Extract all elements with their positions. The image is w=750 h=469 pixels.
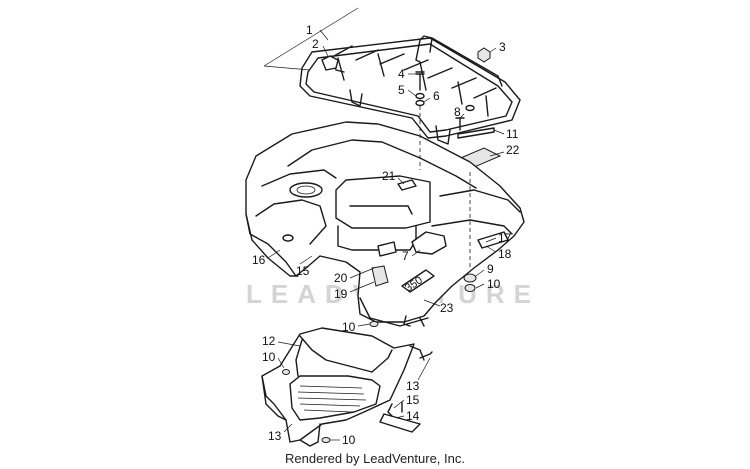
callout-12: 12 (262, 334, 276, 348)
washer-9 (463, 273, 477, 283)
callout-2: 2 (312, 37, 319, 51)
nut-10 (464, 284, 476, 292)
callout-8: 8 (454, 105, 461, 119)
callout-22: 22 (506, 143, 520, 157)
callout-15a: 15 (296, 264, 310, 278)
rear-fender: 350 (245, 121, 525, 327)
callout-20: 20 (334, 271, 348, 285)
callout-10d: 10 (342, 433, 356, 447)
callout-3: 3 (499, 40, 506, 54)
callout-10c: 10 (262, 350, 276, 364)
caption: Rendered by LeadVenture, Inc. (285, 451, 465, 466)
nut-3 (477, 47, 491, 63)
callout-11: 11 (506, 127, 519, 141)
callout-7: 7 (402, 249, 409, 263)
callouts: 1 2 3 4 5 6 8 11 22 21 17 18 7 9 10 20 1… (252, 23, 520, 447)
callout-5: 5 (398, 83, 405, 97)
rear-rack (263, 7, 521, 145)
callout-18: 18 (498, 247, 512, 261)
rack-hardware (415, 47, 502, 169)
callout-13b: 13 (268, 429, 282, 443)
callout-4: 4 (398, 67, 405, 81)
callout-13a: 13 (406, 379, 420, 393)
callout-15b: 15 (406, 393, 420, 407)
callout-1: 1 (306, 23, 313, 37)
callout-10a: 10 (487, 277, 501, 291)
callout-17: 17 (498, 231, 512, 245)
callout-10b: 10 (342, 320, 356, 334)
callout-19: 19 (334, 287, 348, 301)
callout-23: 23 (440, 301, 454, 315)
callout-16: 16 (252, 253, 266, 267)
callout-9: 9 (487, 262, 494, 276)
footwell (261, 321, 433, 447)
callout-14: 14 (406, 409, 420, 423)
callout-6: 6 (433, 89, 440, 103)
callout-21: 21 (382, 169, 396, 183)
